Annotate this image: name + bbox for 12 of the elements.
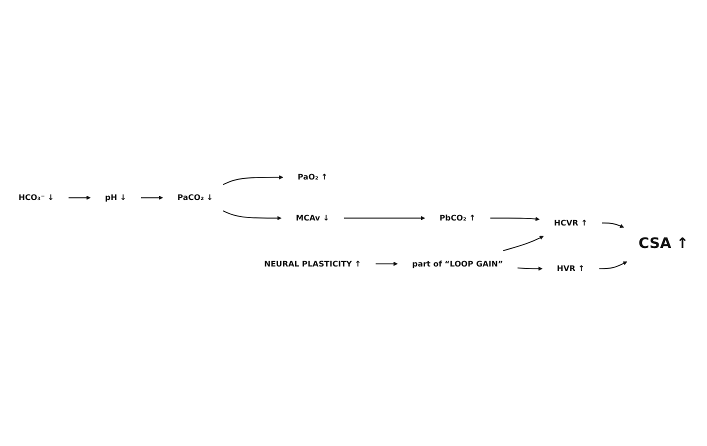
arrow bbox=[598, 261, 628, 270]
arrow bbox=[602, 222, 624, 228]
arrow bbox=[343, 216, 426, 220]
arrow bbox=[375, 262, 398, 266]
arrow bbox=[490, 216, 540, 222]
arrow bbox=[517, 266, 542, 271]
arrow bbox=[140, 196, 163, 200]
arrow bbox=[222, 175, 284, 186]
arrow bbox=[222, 210, 282, 220]
arrow bbox=[502, 236, 544, 252]
node-text: CSA ↑ bbox=[638, 234, 689, 252]
arrow bbox=[68, 196, 91, 200]
